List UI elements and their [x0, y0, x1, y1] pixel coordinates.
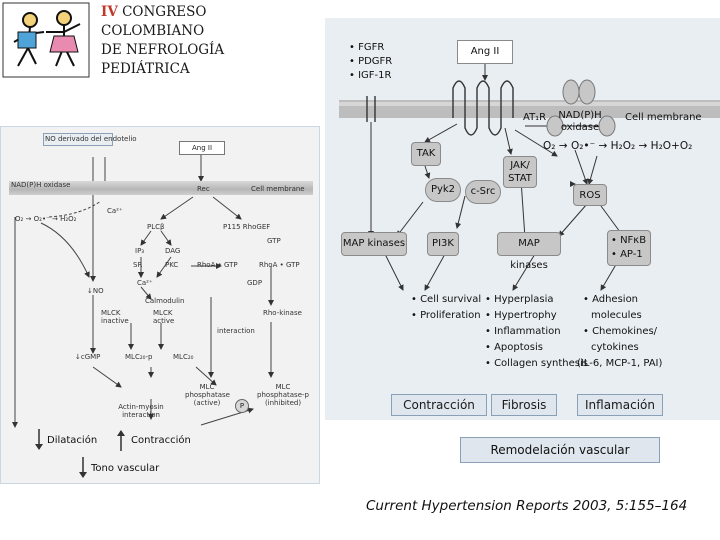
- cytokines-label: cytokines: [591, 342, 639, 353]
- molecules-label: molecules: [591, 310, 642, 321]
- nfkb-label: • NFκB: [611, 235, 647, 246]
- proliferation-label: • Proliferation: [411, 310, 481, 321]
- left-arrows: [12, 155, 274, 428]
- congress-logo: [2, 2, 90, 78]
- rhoa-gtp-right-label: RhoA • GTP: [259, 261, 300, 269]
- pdgfr-label: • PDGFR: [349, 56, 393, 67]
- ros-box: ROS: [573, 184, 607, 206]
- contraccion-left-label: Contracción: [131, 435, 191, 446]
- mlc-phosphatase-active-label: MLC phosphatase (active): [185, 383, 230, 407]
- congress-line1: CONGRESO: [122, 4, 207, 20]
- rho-kinase-label: Rho-kinase: [263, 309, 302, 317]
- ip3-label: IP₃: [135, 247, 145, 255]
- cell-membrane-label: Cell membrane: [251, 185, 305, 193]
- gtp-label: GTP: [267, 237, 281, 245]
- hypertrophy-label: • Hypertrophy: [485, 310, 557, 321]
- congress-line4: PEDIÁTRICA: [101, 61, 190, 77]
- pkc-label: PKC: [165, 261, 179, 269]
- interaction-label: interaction: [217, 327, 255, 335]
- remodelacion-vascular-box: Remodelación vascular: [460, 437, 660, 463]
- citation: Current Hypertension Reports 2003, 5:155…: [366, 498, 688, 514]
- cell-survival-label: • Cell survival: [411, 294, 482, 305]
- cgmp-label: ↓cGMP: [75, 353, 101, 361]
- map-kinases-left-box: MAP kinases: [341, 232, 407, 256]
- ang-ii-right-box: Ang II: [457, 40, 513, 64]
- ap1-label: • AP-1: [611, 249, 643, 260]
- mlc-phosphatase-inhibited-label: MLC phosphatase-p (inhibited): [257, 383, 309, 407]
- apoptosis-label: • Apoptosis: [485, 342, 543, 353]
- superoxide-label: O₂ → O₂•⁻ → H₂O₂: [15, 215, 77, 223]
- left-cell-membrane: [9, 181, 313, 195]
- collagen-synthesis-label: • Collagen synthesis: [485, 358, 588, 369]
- sr-label: SR: [133, 261, 143, 269]
- calcium-cytosol-label: Ca²⁺: [137, 279, 153, 287]
- dag-label: DAG: [165, 247, 181, 255]
- calmodulin-label: Calmodulin: [145, 297, 185, 305]
- superoxide-right-label: O₂ → O₂•⁻ → H₂O₂ → H₂O+O₂: [543, 140, 693, 152]
- mlck-inactive-label: MLCK inactive: [101, 309, 129, 325]
- contraccion-arrow-icon: [117, 430, 125, 451]
- rhoa-gtp-left-label: RhoA • GTP: [197, 261, 238, 269]
- p115-label: P115 RhoGEF: [223, 223, 271, 231]
- congress-roman: IV: [101, 4, 118, 20]
- outcome-inflamacion: Inflamación: [577, 394, 663, 416]
- dilatacion-label: Dilatación: [47, 435, 98, 446]
- tak-box: TAK: [411, 142, 441, 166]
- right-arrows: [339, 64, 720, 291]
- tono-arrow-icon: [79, 457, 87, 478]
- plc-label: PLCβ: [147, 223, 165, 231]
- cell-membrane-right-label: Cell membrane: [625, 112, 702, 123]
- c-src-box: c-Src: [465, 180, 501, 204]
- actin-myosin-label: Actin-myosin interaction: [118, 403, 164, 419]
- inflammation-label: • Inflammation: [485, 326, 561, 337]
- no-decrease-label: ↓NO: [87, 287, 104, 295]
- calcium-label: Ca²⁺: [107, 207, 123, 215]
- chemokines-label: • Chemokines/: [583, 326, 658, 337]
- ang-ii-box: Ang II: [179, 141, 225, 155]
- receptor-label: Rec: [197, 185, 210, 193]
- il6-mcp1-pai-label: (IL-6, MCP-1, PAI): [577, 358, 663, 369]
- vascular-remodeling-diagram: • FGFR • PDGFR • IGF-1R Ang II AT₁R NAD(…: [325, 18, 720, 420]
- mlc20p-label: MLC₂₀-p: [125, 353, 153, 361]
- at1r-label: AT₁R: [523, 112, 547, 123]
- pyk2-box: Pyk2: [425, 178, 461, 202]
- map-kinases-center-box: MAP kinases: [497, 232, 561, 271]
- dilatacion-arrow-icon: [35, 429, 43, 450]
- outcome-fibrosis: Fibrosis: [491, 394, 557, 416]
- outcome-contraccion: Contracción: [391, 394, 487, 416]
- adhesion-label: • Adhesion: [583, 294, 639, 305]
- tono-vascular-label: Tono vascular: [91, 463, 160, 474]
- igf1r-label: • IGF-1R: [349, 70, 392, 81]
- nadph-oxidase-label: NAD(P)H oxidase: [11, 181, 71, 189]
- hyperplasia-label: • Hyperplasia: [485, 294, 554, 305]
- pi3k-box: PI3K: [427, 232, 459, 256]
- congress-title: IV CONGRESO COLOMBIANO DE NEFROLOGÍA PED…: [97, 3, 224, 79]
- nadph-right-label: NAD(P)H oxidase: [558, 110, 602, 133]
- fgfr-label: • FGFR: [349, 42, 385, 53]
- vascular-tone-diagram: NO derivado del endotelio Ang II NAD(P)H…: [0, 126, 320, 484]
- jak-stat-box: JAK/ STAT: [503, 156, 537, 188]
- mlck-active-label: MLCK active: [153, 309, 175, 325]
- gdp-label: GDP: [247, 279, 263, 287]
- nfkb-ap1-box: • NFκB • AP-1: [607, 230, 651, 266]
- congress-line2: COLOMBIANO: [101, 23, 205, 39]
- phosphate-p-circle: P: [235, 399, 249, 413]
- mlc20-label: MLC₂₀: [173, 353, 194, 361]
- endothelium-no-label: NO derivado del endotelio: [43, 133, 137, 146]
- congress-line3: DE NEFROLOGÍA: [101, 42, 225, 58]
